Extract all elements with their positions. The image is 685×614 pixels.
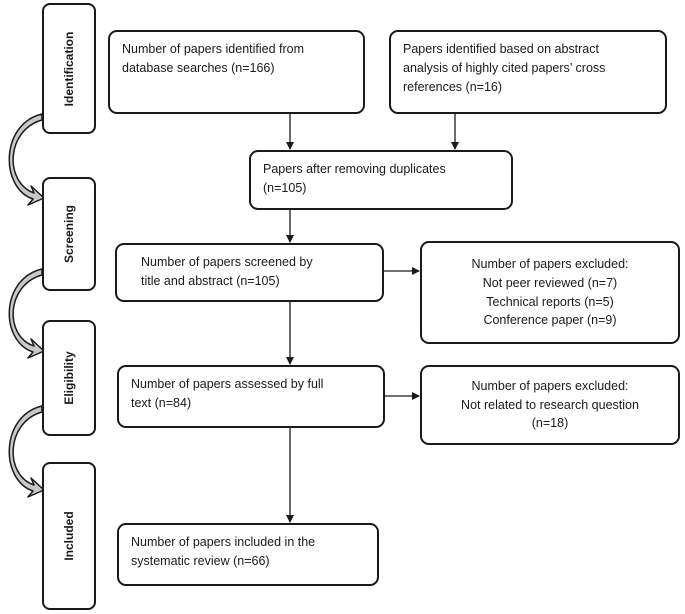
box-full-text: Number of papers assessed by full text (… [117, 365, 385, 428]
box-text: systematic review (n=66) [131, 553, 270, 568]
box-text: Not peer reviewed (n=7) [482, 275, 618, 290]
box-text: references (n=16) [403, 79, 503, 94]
box-text: text (n=84) [131, 395, 192, 410]
stage-eligibility: Eligibility [42, 320, 96, 436]
box-text: analysis of highly cited papers’ cross [403, 60, 606, 75]
stage-label: Identification [62, 31, 76, 106]
box-text: Number of papers included in the [131, 535, 316, 549]
box-cross-references: Papers identified based on abstract anal… [389, 30, 667, 114]
stage-label: Included [62, 511, 76, 561]
box-text: Papers identified based on abstract [403, 42, 599, 56]
box-text: database searches (n=166) [122, 60, 275, 75]
box-text: Not related to research question [461, 397, 639, 412]
box-text: title and abstract (n=105) [141, 273, 280, 288]
box-excluded-screening: Number of papers excluded: Not peer revi… [420, 241, 680, 344]
box-text: Technical reports (n=5) [486, 294, 614, 309]
box-text: Number of papers identified from [122, 42, 305, 56]
stage-identification: Identification [42, 3, 96, 134]
stage-label: Screening [62, 204, 76, 264]
stage-included: Included [42, 462, 96, 610]
box-after-duplicates: Papers after removing duplicates (n=105) [249, 150, 513, 210]
box-screened: Number of papers screened by title and a… [115, 243, 384, 302]
box-text: (n=18) [531, 416, 569, 431]
box-included: Number of papers included in the systema… [117, 523, 379, 586]
stage-label: Eligibility [62, 351, 76, 405]
stage-screening: Screening [42, 177, 96, 291]
box-text: Number of papers assessed by full [131, 377, 324, 391]
curved-arrow-eligibility-to-included [8, 405, 45, 498]
box-text: (n=105) [263, 180, 307, 195]
box-text: Number of papers excluded: [471, 257, 629, 271]
curved-arrow-identification-to-screening [8, 113, 45, 206]
box-text: Number of papers excluded: [471, 378, 629, 393]
box-text: Papers after removing duplicates [263, 162, 446, 176]
box-text: Conference paper (n=9) [483, 313, 617, 328]
box-text: Number of papers screened by [141, 255, 313, 269]
box-excluded-eligibility: Number of papers excluded: Not related t… [420, 365, 680, 445]
box-database-search: Number of papers identified from databas… [108, 30, 365, 114]
curved-arrow-screening-to-eligibility [8, 268, 45, 359]
